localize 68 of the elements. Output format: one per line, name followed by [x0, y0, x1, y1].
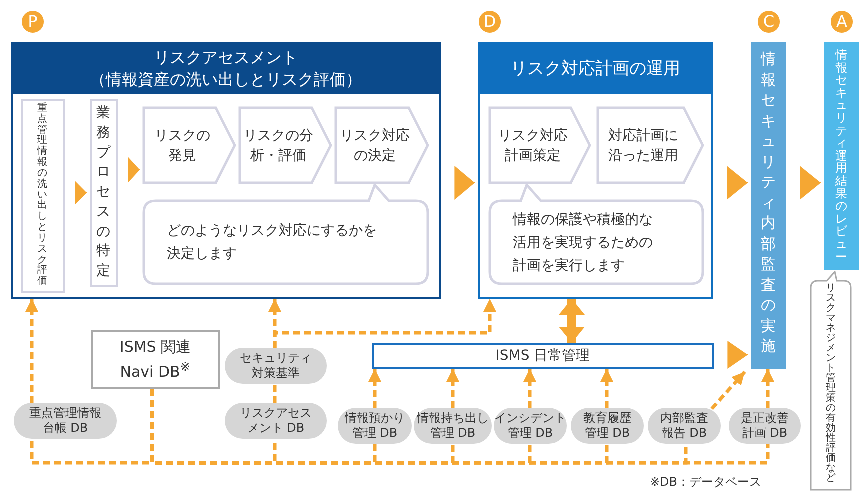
database-label: 教育履歴管理 DB [582, 411, 632, 441]
database-pill [225, 403, 327, 439]
management-bar [372, 343, 714, 369]
chevron-arrow [454, 166, 476, 200]
database-pill [729, 408, 801, 444]
chevron-arrow [75, 181, 88, 205]
dashed-arrow [26, 299, 38, 403]
step-label: リスクの分析・評価 [242, 126, 314, 166]
dashed-arrow [762, 369, 774, 408]
dashed-arrow [524, 369, 536, 408]
process-step [489, 107, 591, 184]
step-label: リスクの発見 [154, 126, 212, 166]
phase-column [751, 42, 786, 369]
phase-badge: D [479, 11, 501, 33]
database-pill [338, 408, 412, 444]
database-label: 情報預かり管理 DB [344, 411, 406, 441]
footnote: ※DB：データベース [650, 474, 762, 491]
step-label: 業務プロセスの特定 [96, 104, 110, 282]
dashed-arrow [273, 299, 496, 348]
step-label: リスク対応計画策定 [497, 126, 569, 166]
panel-title: リスクアセスメント [154, 47, 298, 69]
vertical-step-box [90, 99, 118, 287]
process-step [143, 107, 236, 184]
phase-badge: A [831, 11, 853, 33]
column-label: 情報セキュリティ運用結果のレビュー [836, 49, 848, 264]
bubble-text: どのようなリスク対応にするかを決定します [167, 222, 378, 264]
bar-label: ISMS 日常管理 [496, 348, 590, 364]
database-label: リスクアセスメント DB [239, 406, 313, 436]
chevron-arrow [128, 157, 140, 183]
step-label: リスク対応の決定 [339, 126, 411, 166]
callout-text: リスクマネジメント管理策の有効性評価など [826, 284, 836, 484]
step-label: 対応計画に沿った運用 [608, 126, 680, 166]
database-label: インシデント管理 DB [494, 411, 567, 441]
phase-panel [478, 42, 713, 299]
dashed-arrow [446, 369, 460, 408]
process-step [335, 107, 429, 184]
panel-title: （情報資産の洗い出しとリスク評価） [90, 69, 362, 91]
database-label: 内部監査報告 DB [660, 411, 710, 441]
dashed-arrow [710, 370, 746, 410]
chevron-arrow [800, 166, 822, 200]
dashed-connector [273, 384, 277, 403]
callout-bubble [810, 271, 852, 491]
process-step [239, 107, 332, 184]
step-label: 重点管理情報の洗い出しとリスク評価 [38, 104, 48, 288]
dashed-arrow [600, 369, 614, 408]
phase-column [824, 42, 859, 270]
database-label: 重点管理情報台帳 DB [28, 406, 102, 436]
database-label: 是正改善計画 DB [740, 411, 790, 441]
database-label: ISMS 関連 Navi DB$^{※}$ [118, 337, 192, 382]
chevron-arrow [728, 341, 748, 369]
column-label: 情報セキュリティ内部監査の実施 [761, 49, 776, 356]
database-box [91, 330, 220, 389]
process-step [597, 107, 704, 184]
database-pill [571, 408, 644, 444]
vertical-step-box [21, 99, 65, 293]
database-pill [648, 408, 721, 444]
phase-badge: P [22, 11, 44, 33]
phase-badge: C [758, 11, 780, 33]
double-arrow [559, 299, 585, 343]
chevron-arrow [727, 166, 748, 200]
database-pill [14, 403, 117, 439]
dashed-arrow [368, 369, 382, 408]
panel-title: リスク対応計画の運用 [510, 58, 680, 80]
database-pill [225, 348, 327, 384]
database-label: セキュリティ対策基準 [239, 351, 313, 381]
phase-panel [11, 42, 441, 299]
database-label: 情報持ち出し管理 DB [416, 411, 490, 441]
bubble-text: 情報の保護や積極的な活用を実現するための計画を実行します [513, 210, 654, 276]
